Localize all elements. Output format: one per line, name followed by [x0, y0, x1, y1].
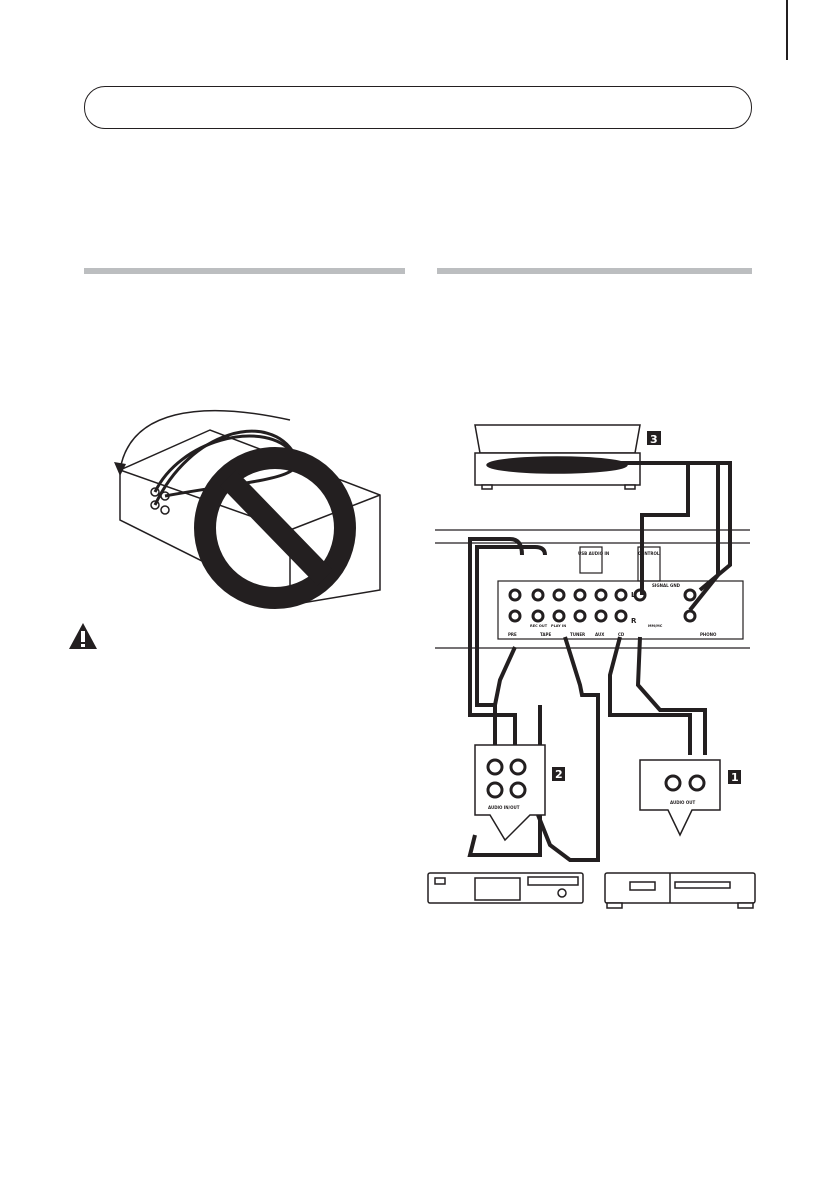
- right-label: R: [631, 617, 637, 625]
- rec-out-label: REC OUT: [530, 624, 548, 628]
- jack-label-tape: TAPE: [540, 632, 551, 637]
- audio-in-out-label: AUDIO IN/OUT: [488, 805, 520, 810]
- jack-label-pre: PRE: [508, 632, 517, 637]
- step-1-badge: 1: [731, 771, 739, 784]
- jack-label-aux: AUX: [595, 632, 604, 637]
- turntable: [474, 424, 641, 490]
- usb-audio-in-label: USB AUDIO IN: [578, 551, 609, 556]
- jack-label-tuner: TUNER: [570, 632, 585, 637]
- jack-label-cd: CD: [618, 632, 625, 637]
- subsection-rule-right: [437, 268, 752, 274]
- subsection-rule-left: [84, 268, 405, 274]
- control-label: CONTROL: [638, 551, 660, 556]
- left-label: L: [631, 591, 636, 599]
- connection-diagram: 3 USB AUDIO IN CONTROL PRE TAPE TUNER AU…: [427, 424, 756, 909]
- no-wrap-cables-illustration: [114, 409, 381, 609]
- jack-label-phono: PHONO: [700, 632, 717, 637]
- mm-mc-label: MM/MC: [648, 624, 663, 628]
- section-title-box: [84, 86, 752, 129]
- step-2-badge: 2: [555, 768, 563, 781]
- warning-icon: [69, 623, 97, 649]
- signal-gnd-label: SIGNAL GND: [652, 583, 681, 588]
- step-3-badge: 3: [650, 433, 658, 446]
- page-edge-line: [786, 0, 788, 60]
- play-in-label: PLAY IN: [551, 624, 566, 628]
- audio-out-label: AUDIO OUT: [670, 800, 695, 805]
